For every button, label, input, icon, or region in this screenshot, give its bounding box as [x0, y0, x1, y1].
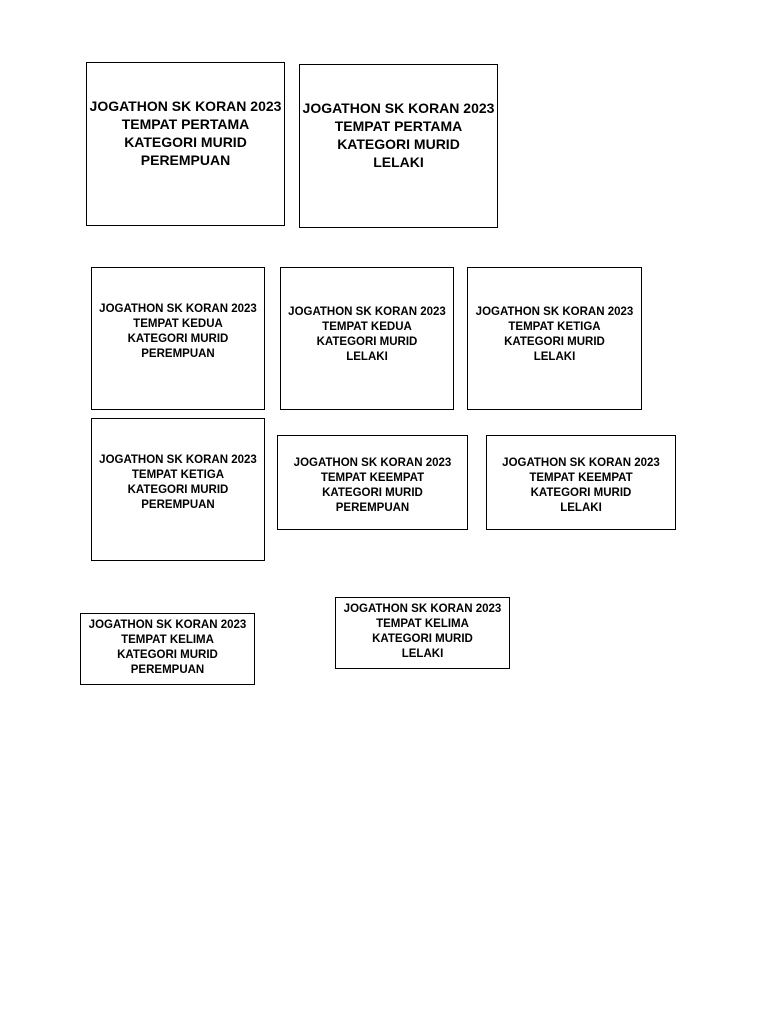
label-place: TEMPAT KEDUA — [133, 318, 223, 330]
label-gender: LELAKI — [533, 351, 576, 363]
award-label-box: JOGATHON SK KORAN 2023 TEMPAT KEEMPAT KA… — [277, 435, 468, 530]
label-category: KATEGORI MURID — [316, 336, 418, 348]
label-place: TEMPAT PERTAMA — [121, 116, 250, 132]
label-category: KATEGORI MURID — [322, 487, 423, 499]
label-event: JOGATHON SK KORAN 2023 — [343, 603, 502, 615]
award-label-box: JOGATHON SK KORAN 2023 TEMPAT PERTAMA KA… — [86, 62, 285, 226]
label-gender: PEREMPUAN — [141, 499, 215, 511]
label-place: TEMPAT KELIMA — [376, 618, 469, 630]
label-event: JOGATHON SK KORAN 2023 — [293, 457, 452, 469]
label-category: KATEGORI MURID — [337, 136, 460, 152]
label-gender: PEREMPUAN — [130, 664, 205, 676]
award-label-box: JOGATHON SK KORAN 2023 TEMPAT KEDUA KATE… — [91, 267, 265, 410]
label-place: TEMPAT KELIMA — [121, 634, 214, 646]
award-label-box: JOGATHON SK KORAN 2023 TEMPAT PERTAMA KA… — [299, 64, 498, 228]
label-event: JOGATHON SK KORAN 2023 — [475, 306, 634, 318]
label-event: JOGATHON SK KORAN 2023 — [99, 303, 257, 315]
label-gender: LELAKI — [560, 502, 602, 514]
label-place: TEMPAT PERTAMA — [334, 118, 463, 134]
label-gender: LELAKI — [401, 648, 444, 660]
label-place: TEMPAT KETIGA — [508, 321, 601, 333]
label-category: KATEGORI MURID — [117, 649, 218, 661]
label-event: JOGATHON SK KORAN 2023 — [99, 454, 257, 466]
label-gender: PEREMPUAN — [140, 152, 231, 168]
label-gender: PEREMPUAN — [141, 348, 215, 360]
label-gender: LELAKI — [346, 351, 388, 363]
award-label-box: JOGATHON SK KORAN 2023 TEMPAT KEEMPAT KA… — [486, 435, 676, 530]
label-place: TEMPAT KEEMPAT — [320, 472, 425, 484]
label-category: KATEGORI MURID — [124, 134, 247, 150]
label-event: JOGATHON SK KORAN 2023 — [88, 619, 247, 631]
label-event: JOGATHON SK KORAN 2023 — [288, 306, 446, 318]
award-label-box: JOGATHON SK KORAN 2023 TEMPAT KETIGA KAT… — [467, 267, 642, 410]
label-gender: PEREMPUAN — [335, 502, 410, 514]
label-event: JOGATHON SK KORAN 2023 — [89, 98, 282, 114]
label-category: KATEGORI MURID — [530, 487, 632, 499]
label-place: TEMPAT KEDUA — [322, 321, 412, 333]
award-label-box: JOGATHON SK KORAN 2023 TEMPAT KELIMA KAT… — [335, 597, 510, 669]
label-place: TEMPAT KETIGA — [131, 469, 225, 481]
label-gender: LELAKI — [373, 154, 424, 170]
award-label-box: JOGATHON SK KORAN 2023 TEMPAT KELIMA KAT… — [80, 613, 255, 685]
award-label-box: JOGATHON SK KORAN 2023 TEMPAT KEDUA KATE… — [280, 267, 454, 410]
label-event: JOGATHON SK KORAN 2023 — [302, 100, 495, 116]
label-event: JOGATHON SK KORAN 2023 — [502, 457, 660, 469]
label-category: KATEGORI MURID — [127, 484, 229, 496]
label-category: KATEGORI MURID — [504, 336, 605, 348]
label-place: TEMPAT KEEMPAT — [529, 472, 633, 484]
label-category: KATEGORI MURID — [127, 333, 229, 345]
label-category: KATEGORI MURID — [372, 633, 473, 645]
award-label-box: JOGATHON SK KORAN 2023 TEMPAT KETIGA KAT… — [91, 418, 265, 561]
